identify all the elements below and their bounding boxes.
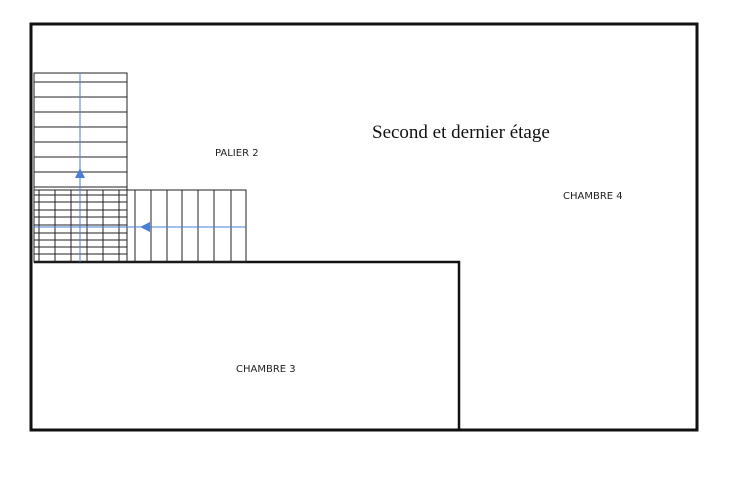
staircase xyxy=(33,72,247,263)
room-label-chambre-4: CHAMBRE 4 xyxy=(563,191,623,202)
arrow-up-icon xyxy=(75,168,85,178)
stair-flight-horizontal xyxy=(33,189,247,263)
floor-title: Second et dernier étage xyxy=(372,122,550,143)
outer-wall xyxy=(29,22,699,432)
arrow-left-icon xyxy=(140,222,150,232)
room-label-palier-2: PALIER 2 xyxy=(215,148,259,159)
interior-wall xyxy=(34,260,461,430)
room-label-chambre-3: CHAMBRE 3 xyxy=(236,364,296,375)
